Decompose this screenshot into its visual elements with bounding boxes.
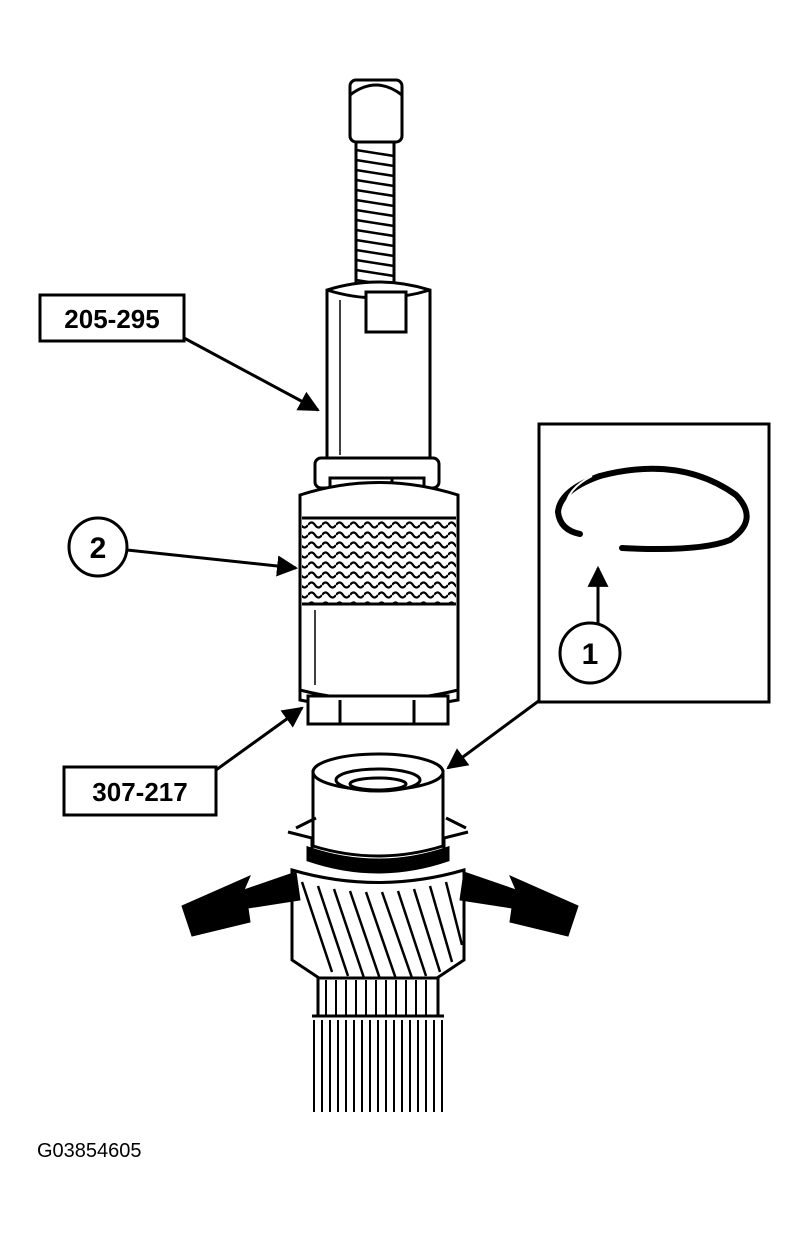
figure-id: G03854605 bbox=[37, 1140, 142, 1162]
helical-gear bbox=[290, 868, 466, 982]
tool-sleeve bbox=[298, 481, 460, 702]
shaft-assembly bbox=[287, 752, 469, 1112]
inset-pointer-arrow bbox=[446, 698, 541, 770]
push-arrow-icon bbox=[181, 871, 579, 937]
snap-ring-icon bbox=[597, 465, 750, 552]
svg-text:1: 1 bbox=[582, 638, 599, 671]
snap-ring-groove bbox=[306, 845, 450, 874]
tool-assembly bbox=[298, 78, 460, 726]
label-307-217: 307-217 bbox=[62, 706, 304, 817]
svg-text:2: 2 bbox=[90, 532, 107, 565]
tool-205-295 bbox=[325, 280, 432, 462]
svg-text:205-295: 205-295 bbox=[64, 304, 159, 334]
tool-307-217 bbox=[298, 680, 460, 726]
svg-text:307-217: 307-217 bbox=[92, 777, 187, 807]
threaded-screw bbox=[354, 140, 396, 294]
callout-2: 2 bbox=[67, 516, 299, 578]
inset-detail: 1 bbox=[537, 422, 771, 704]
label-205-295: 205-295 bbox=[38, 293, 320, 412]
shaft-splines bbox=[312, 976, 444, 1112]
callout-1: 1 bbox=[558, 621, 622, 685]
bearing bbox=[287, 752, 469, 858]
